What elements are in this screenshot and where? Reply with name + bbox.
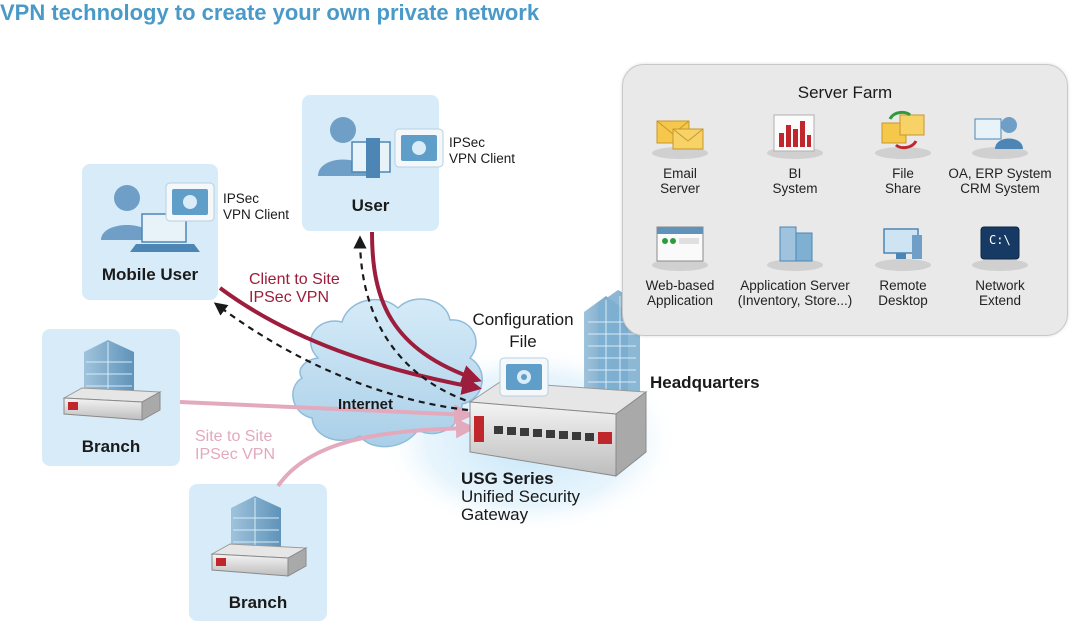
mobile-vpn-client-icon [165,182,215,222]
branch-router-icon-1 [62,387,162,421]
service-label-network-extend: Network Extend [975,278,1025,308]
server-farm-title: Server Farm [797,83,893,102]
terminal-icon-text: C:\ [989,233,1011,247]
mobile-vpn-client-line-2: VPN Client [223,207,290,222]
mobile-vpn-client-label: IPSec VPN Client [223,191,289,223]
site-to-site-line-2: IPSec VPN [195,446,276,463]
usg-subtitle-line-2: Gateway [461,505,529,524]
remote-desktop-icon [872,221,934,273]
erp-user-icon [969,109,1031,161]
user-vpn-client-line-2: VPN Client [449,151,516,166]
config-dashed-link-user [353,235,477,406]
site-to-site-link-1 [179,400,474,425]
file-share-icon [872,109,934,161]
email-icon [649,109,711,161]
branch-label-2: Branch [228,593,288,612]
server-farm-panel: Server Farm Email Server BI System File … [622,64,1068,336]
bi-chart-icon [764,109,826,161]
service-remote-desktop: Remote Desktop [848,221,958,308]
user-vpn-client-label: IPSec VPN Client [449,135,515,167]
config-file-line-1: Configuration [472,310,574,329]
branch-building-icon-2 [231,496,281,548]
usg-gateway-device-icon [468,381,648,478]
config-file-icon [499,357,549,397]
client-to-site-label: Client to Site IPSec VPN [249,271,340,307]
client-to-site-link-user [370,231,482,385]
client-to-site-link-mobile [218,286,482,395]
service-web-app: Web-based Application [625,221,735,308]
service-app-server: Application Server (Inventory, Store...) [727,221,863,308]
usg-title: USG Series [461,469,554,488]
user-label: User [351,196,390,215]
headquarters-label: Headquarters [650,373,760,392]
site-to-site-label: Site to Site IPSec VPN [195,428,275,464]
service-label-file-share: File Share [884,166,922,196]
server-icon [764,221,826,273]
service-network-extend: C:\ Network Extend [945,221,1055,308]
branch-building-icon-1 [84,340,134,392]
user-desktop-icon [318,117,391,178]
usg-label: USG Series Unified Security Gateway [461,470,580,524]
service-label-web-app: Web-based Application [645,278,715,308]
browser-icon [649,221,711,273]
mobile-vpn-client-line-1: IPSec [223,191,260,206]
internet-cloud-icon [292,298,483,448]
service-email-server: Email Server [625,109,735,196]
site-to-site-line-1: Site to Site [195,428,273,445]
service-label-remote-desktop: Remote Desktop [878,278,928,308]
service-file-share: File Share [848,109,958,196]
site-to-site-link-2 [276,418,476,488]
service-bi-system: BI System [740,109,850,196]
client-to-site-line-1: Client to Site [249,271,340,288]
service-label-bi: BI System [772,166,818,196]
service-erp-crm: OA, ERP System CRM System [945,109,1055,196]
service-label-email: Email Server [660,166,700,196]
config-file-line-2: File [509,332,537,351]
config-file-label: Configuration File [456,309,590,353]
service-label-erp: OA, ERP System CRM System [948,166,1052,196]
user-vpn-client-line-1: IPSec [449,135,486,150]
terminal-icon: C:\ [969,221,1031,273]
branch-router-icon-2 [210,543,308,577]
page-title: VPN technology to create your own privat… [0,0,540,25]
mobile-user-label: Mobile User [101,265,199,284]
usg-subtitle-line-1: Unified Security [461,487,581,506]
branch-label-1: Branch [81,437,141,456]
internet-label: Internet [338,396,394,413]
client-to-site-line-2: IPSec VPN [249,289,330,306]
config-dashed-link-mobile [213,302,469,412]
user-vpn-client-icon [394,128,444,168]
service-label-app-server: Application Server (Inventory, Store...) [737,278,853,308]
